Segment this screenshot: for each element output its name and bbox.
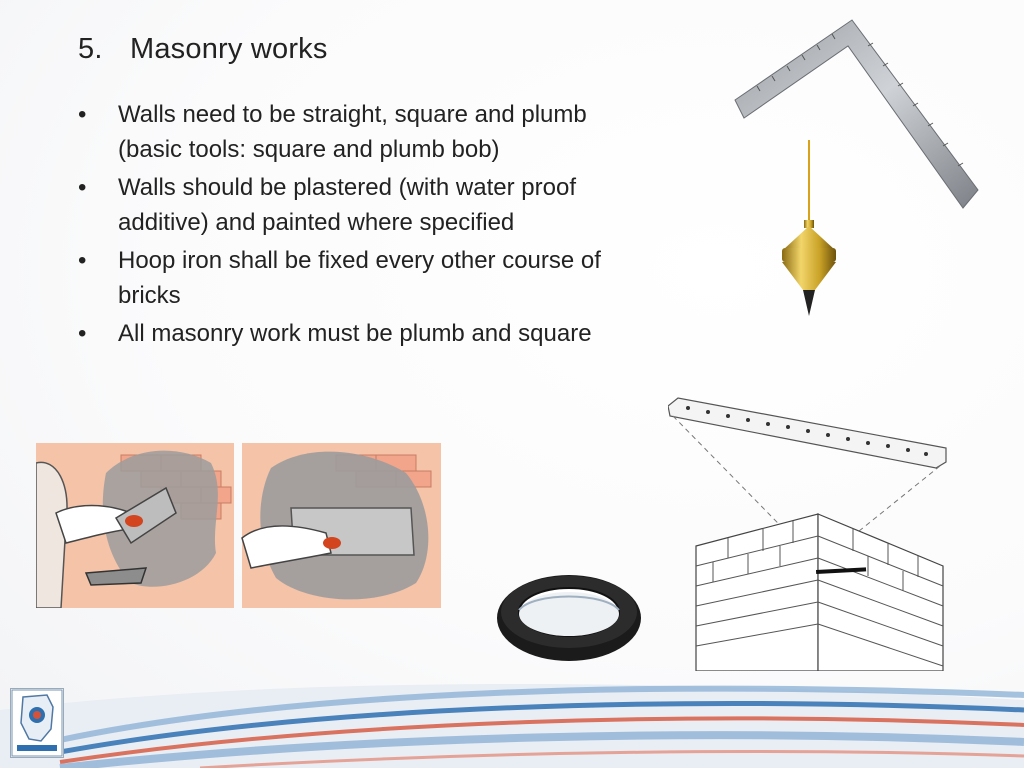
- title-text: Masonry works: [130, 33, 328, 65]
- bullet-item: • Walls need to be straight, square and p…: [76, 98, 636, 167]
- bullet-marker: •: [78, 174, 87, 201]
- bullet-item: • All masonry work must be plumb and squa…: [76, 317, 636, 352]
- plastering-illustration: [36, 443, 441, 608]
- bullet-marker: •: [78, 320, 87, 347]
- straight-edge-wall-illustration: [668, 397, 947, 671]
- hoop-iron-coil-icon: [497, 575, 641, 661]
- footer-wave-decoration: [0, 683, 1024, 768]
- bullet-marker: •: [78, 101, 87, 128]
- bullet-text: Walls should be plastered (with water pr…: [118, 174, 576, 236]
- bullet-text: All masonry work must be plumb and squar…: [118, 320, 592, 347]
- organization-logo: [10, 688, 64, 758]
- carpenter-square-icon: [734, 19, 979, 209]
- bullet-list: • Walls need to be straight, square and p…: [76, 98, 636, 356]
- bullet-text: Walls need to be straight, square and pl…: [118, 101, 587, 163]
- plumb-bob-icon: [782, 140, 836, 316]
- slide-title: 5. Masonry works: [78, 33, 328, 66]
- bullet-item: • Hoop iron shall be fixed every other co…: [76, 244, 636, 313]
- bullet-marker: •: [78, 247, 87, 274]
- bullet-item: • Walls should be plastered (with water p…: [76, 171, 636, 240]
- bullet-text: Hoop iron shall be fixed every other cou…: [118, 247, 601, 309]
- title-number: 5.: [78, 33, 103, 65]
